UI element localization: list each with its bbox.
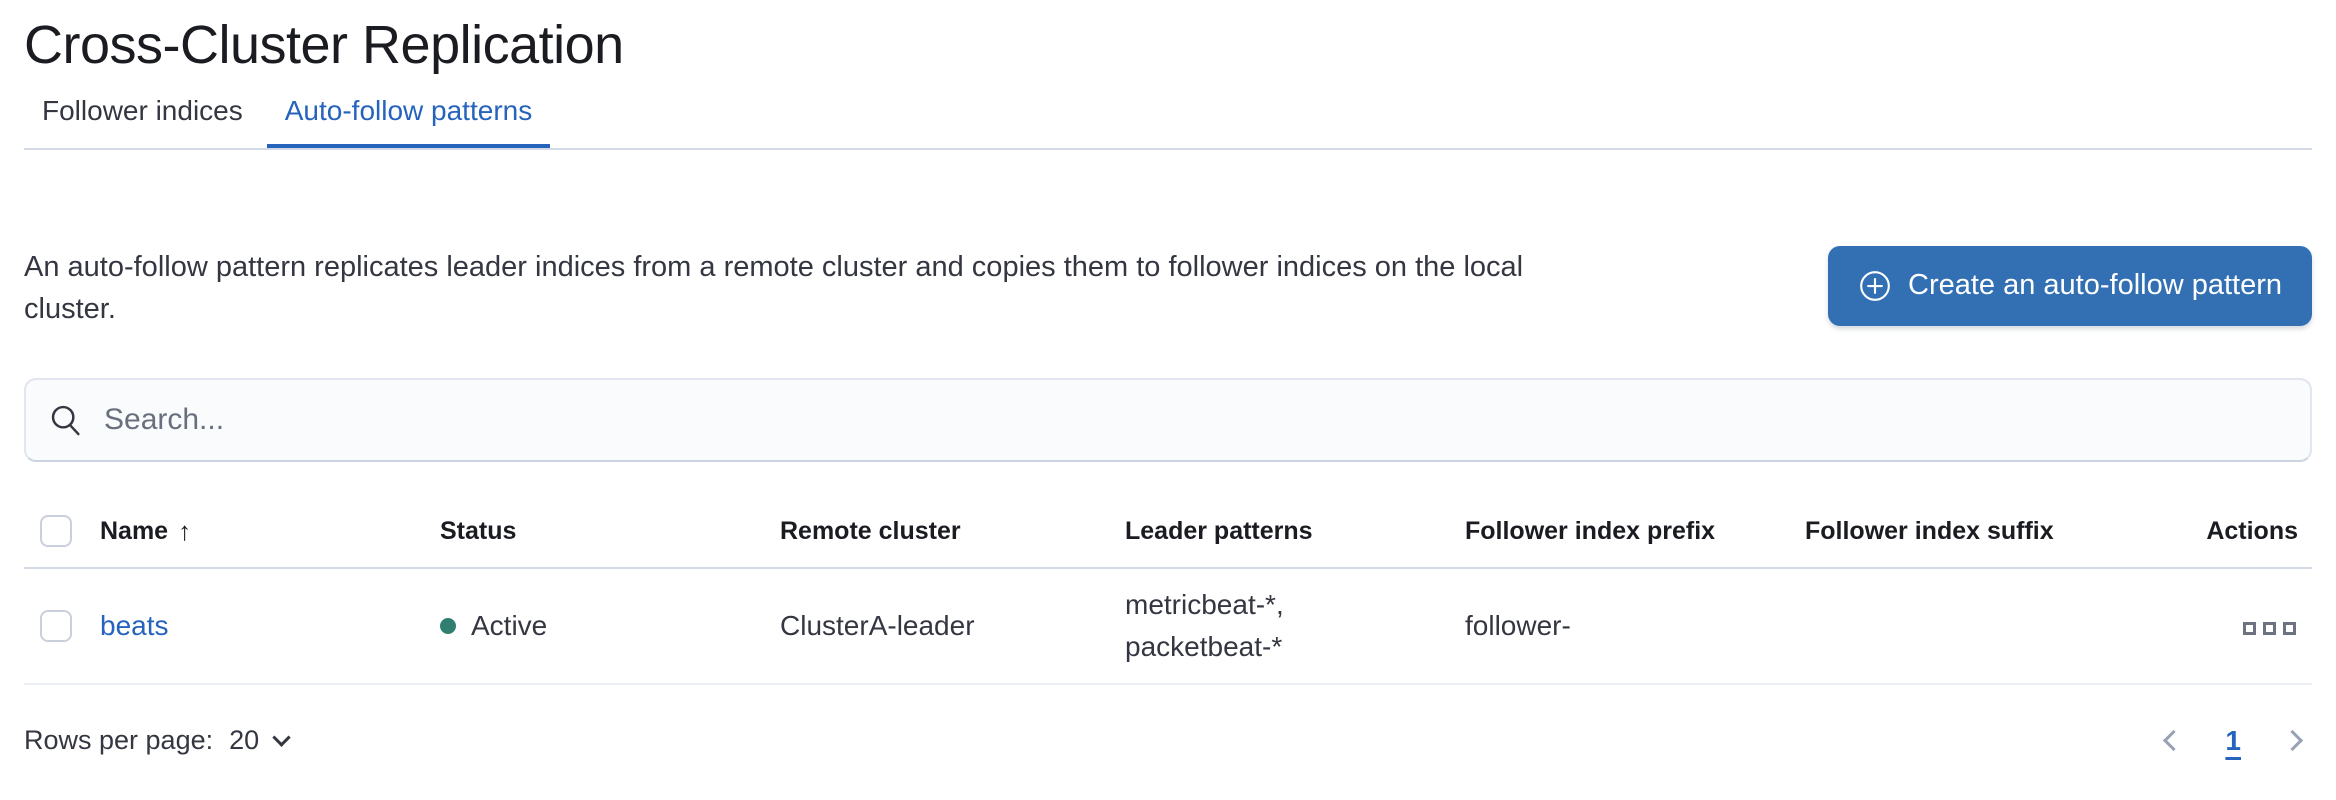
sort-ascending-icon: ↑ [178,515,192,546]
pagination: 1 [2162,725,2312,757]
status-label: Active [471,609,548,641]
rows-per-page-value: 20 [229,725,260,756]
rows-per-page-label: Rows per page: [24,725,214,756]
select-row-checkbox[interactable] [40,609,72,642]
row-actions-button[interactable] [2241,616,2298,641]
table-header-row: Name ↑ Status Remote cluster Leader patt… [24,495,2312,569]
table-row: beats Active ClusterA-leader metricbeat-… [24,567,2312,685]
table-footer: Rows per page: 20 1 [24,725,2312,757]
chevron-right-icon [2281,730,2304,752]
page-title: Cross-Cluster Replication [24,15,624,75]
chevron-down-icon [272,728,291,748]
status-active-dot-icon [440,617,456,634]
pattern-name-link[interactable]: beats [100,609,169,641]
chevron-left-icon [2163,730,2185,752]
column-header-leader-patterns: Leader patterns [1113,495,1453,569]
column-header-actions: Actions [2133,495,2312,569]
intro-section: An auto-follow pattern replicates leader… [24,245,2312,330]
column-header-name-label: Name [100,516,169,545]
rows-per-page-button[interactable]: Rows per page: 20 [24,725,291,756]
follower-index-suffix-cell [1793,567,2133,685]
page-1-link[interactable]: 1 [2225,724,2241,756]
select-all-checkbox[interactable] [40,515,72,548]
column-header-remote-cluster: Remote cluster [768,495,1113,569]
create-auto-follow-pattern-button[interactable]: Create an auto-follow pattern [1828,245,2312,326]
column-header-follower-index-suffix: Follower index suffix [1793,495,2133,569]
description-text: An auto-follow pattern replicates leader… [24,250,1524,325]
cross-cluster-replication-page: Cross-Cluster Replication Follower indic… [24,15,2312,757]
boxes-horizontal-icon [2243,621,2296,635]
column-header-name[interactable]: Name ↑ [100,516,191,547]
status-cell: Active [440,610,756,642]
search-bar [24,377,2312,462]
tab-auto-follow-patterns[interactable]: Auto-follow patterns [267,94,550,148]
auto-follow-patterns-table: Name ↑ Status Remote cluster Leader patt… [24,495,2312,685]
search-icon [51,405,80,436]
leader-patterns-cell: metricbeat-*, packetbeat-* [1125,588,1284,662]
create-button-label: Create an auto-follow pattern [1908,269,2282,302]
remote-cluster-cell: ClusterA-leader [768,567,1113,685]
tabs-bar: Follower indices Auto-follow patterns [24,94,2312,150]
previous-page-button[interactable] [2162,729,2185,752]
plus-in-circle-icon [1860,270,1890,301]
search-input[interactable] [102,401,2290,438]
next-page-button[interactable] [2281,729,2304,752]
column-header-status: Status [428,495,768,569]
tab-follower-indices[interactable]: Follower indices [42,94,243,126]
column-header-follower-index-prefix: Follower index prefix [1453,495,1793,569]
follower-index-prefix-cell: follower- [1453,567,1793,685]
